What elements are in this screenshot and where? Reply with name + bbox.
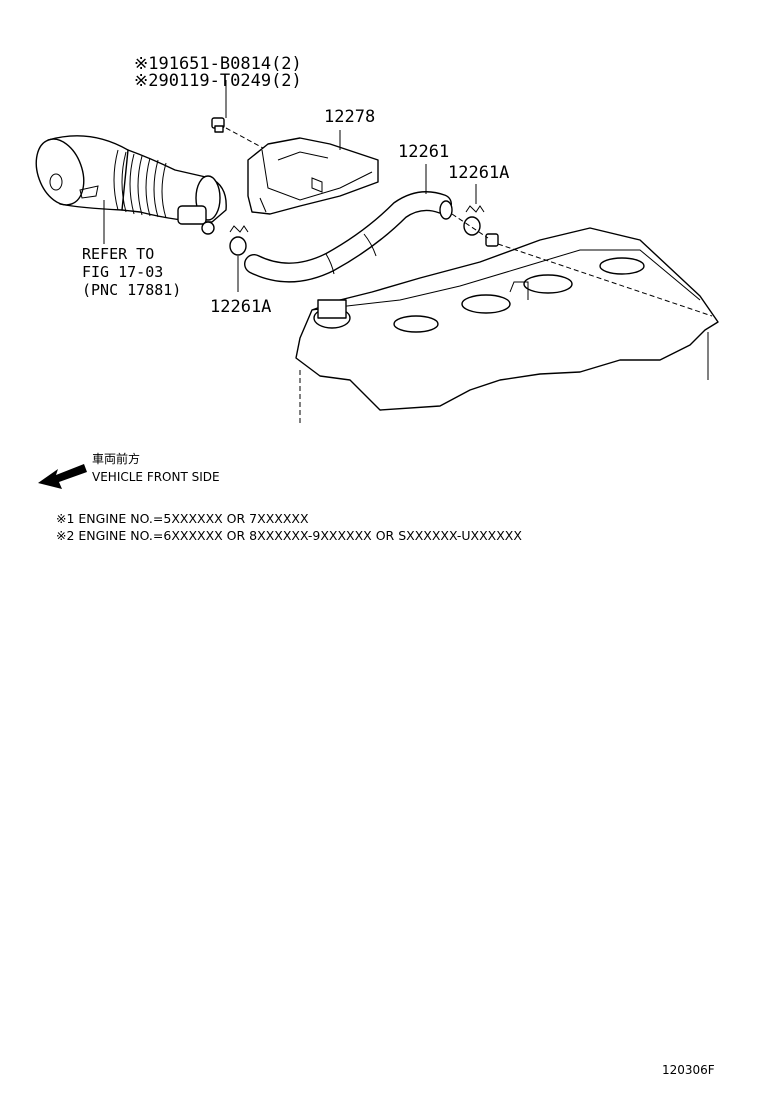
hose-12261 (244, 164, 453, 283)
clip-12261a-right (463, 184, 485, 236)
hose-part-number: 12261 (398, 142, 449, 162)
clip-part-number-left: 12261A (210, 297, 271, 317)
engine-note-1: ※1 ENGINE NO.=5XXXXXX OR 7XXXXXX (56, 511, 309, 526)
bracket-part-number: 12278 (324, 107, 375, 127)
reference-line-2: FIG 17-03 (82, 263, 163, 281)
bracket-12278 (247, 130, 379, 215)
diagram-code: 120306F (662, 1063, 715, 1077)
front-direction-arrow-icon (38, 464, 87, 489)
front-direction-japanese: 車両前方 (92, 451, 140, 466)
engine-cylinder-head (295, 213, 719, 424)
reference-line-3: (PNC 17881) (82, 281, 181, 299)
front-direction-english: VEHICLE FRONT SIDE (92, 470, 220, 484)
engine-note-2: ※2 ENGINE NO.=6XXXXXX OR 8XXXXXX-9XXXXXX… (56, 528, 522, 543)
reference-line-1: REFER TO (82, 245, 154, 263)
clip-part-number-right: 12261A (448, 163, 509, 183)
clip-12261a-left (229, 225, 249, 292)
bolt-part-number-2: ※290119-T0249(2) (134, 71, 302, 91)
bolt-part-number-1: ※191651-B0814(2) (134, 54, 302, 74)
air-intake-hose (35, 135, 227, 244)
